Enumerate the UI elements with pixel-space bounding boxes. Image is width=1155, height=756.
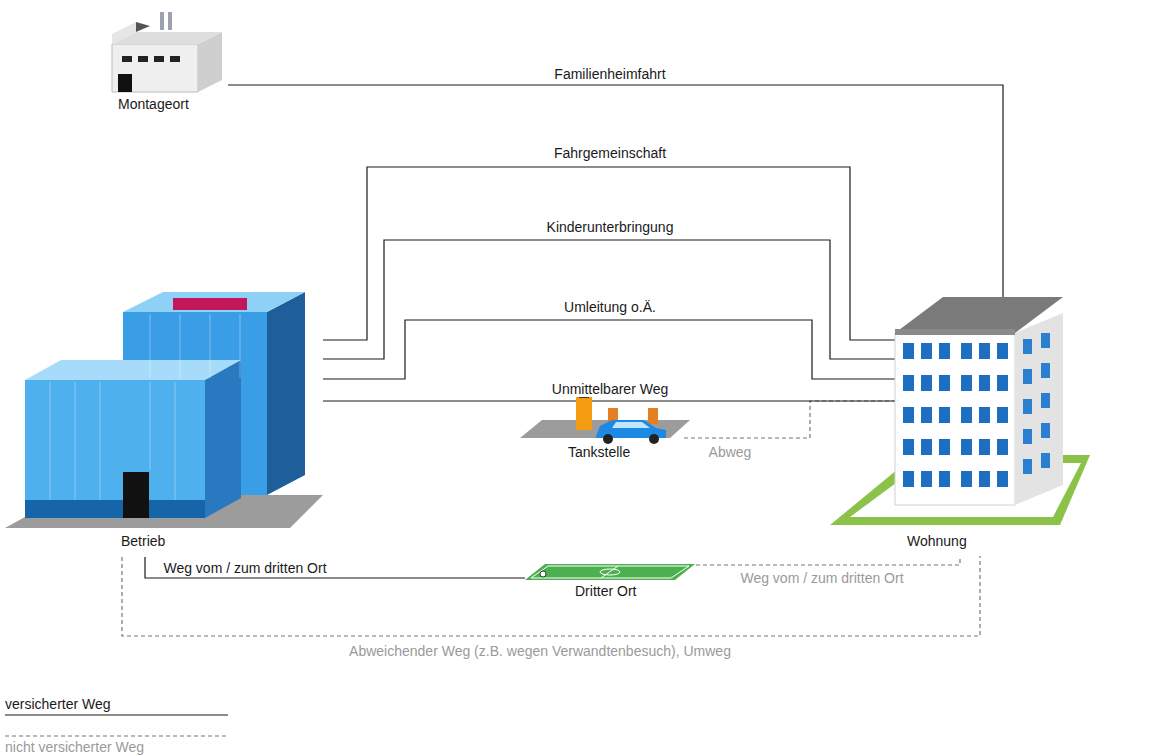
assembly-site-node: Montageort — [110, 4, 228, 113]
path-label: Abweg — [707, 444, 754, 460]
legend-text: nicht versicherter Weg — [5, 739, 144, 755]
uninsured-path — [689, 556, 960, 565]
third-place-node: Dritter Ort — [525, 552, 695, 602]
building-illustration — [5, 290, 325, 530]
insured-path — [323, 167, 895, 340]
place-label: Tankstelle — [568, 444, 630, 460]
place-label: Wohnung — [907, 533, 967, 549]
building-illustration — [525, 552, 695, 582]
legend-text: versicherter Weg — [5, 696, 111, 712]
path-label: Kinderunterbringung — [545, 219, 676, 235]
insured-path — [228, 85, 1003, 303]
insured-path — [323, 320, 895, 379]
home-node: Wohnung — [895, 295, 1085, 552]
insured-path — [323, 240, 895, 359]
uninsured-path — [684, 401, 895, 438]
insured-path — [323, 401, 895, 402]
legend-solid-line — [5, 714, 228, 715]
path-label: Umleitung o.Ä. — [562, 299, 658, 315]
path-label: Weg vom / zum dritten Ort — [161, 560, 328, 576]
path-label: Fahrgemeinschaft — [552, 145, 668, 161]
building-illustration — [110, 4, 230, 96]
place-label: Montageort — [118, 96, 189, 112]
building-illustration — [895, 295, 1085, 527]
path-label: Familienheimfahrt — [552, 66, 667, 82]
place-label: Dritter Ort — [575, 583, 636, 599]
company-node: Betrieb — [5, 290, 323, 553]
uninsured-path — [122, 556, 980, 636]
insured-path — [145, 557, 525, 578]
place-label: Betrieb — [121, 533, 165, 549]
path-label: Weg vom / zum dritten Ort — [738, 570, 905, 586]
path-label: Abweichender Weg (z.B. wegen Verwandtenb… — [347, 643, 733, 659]
legend-dashed-line — [5, 735, 228, 736]
path-label: Unmittelbarer Weg — [550, 381, 670, 397]
